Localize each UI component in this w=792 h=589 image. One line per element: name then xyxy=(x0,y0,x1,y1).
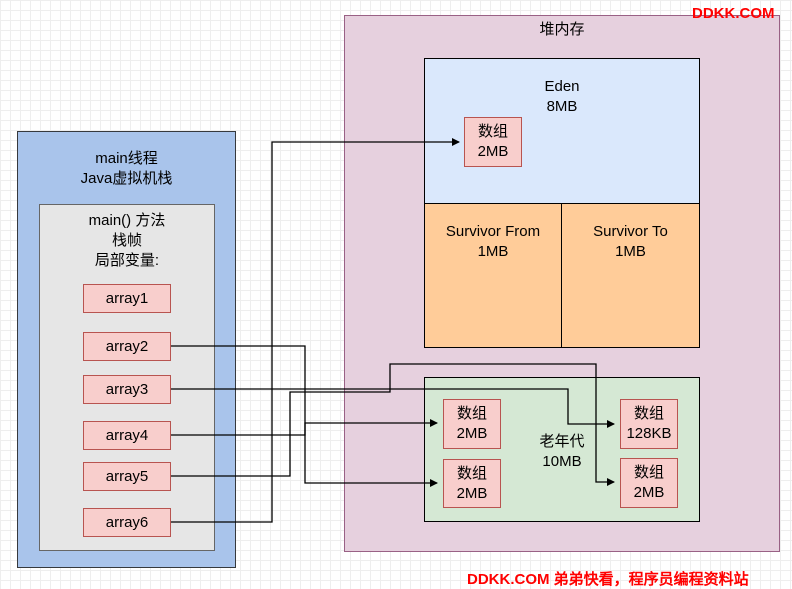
var-array3: array3 xyxy=(83,375,171,404)
locals-label: 局部变量: xyxy=(94,252,160,269)
survivor-to-title: Survivor To xyxy=(593,223,668,240)
watermark-bottom: DDKK.COM 弟弟快看，程序员编程资料站 xyxy=(467,571,749,588)
arrow-array2-to-old-left-bottom xyxy=(171,345,438,487)
survivor-from-title: Survivor From xyxy=(445,223,541,240)
var-array4: array4 xyxy=(83,421,171,450)
survivor-to-size: 1MB xyxy=(615,243,646,260)
arrow-array3-to-old-128kb xyxy=(171,388,615,428)
var-array2: array2 xyxy=(83,332,171,361)
heap-title: 堆内存 xyxy=(539,21,585,38)
watermark-top: DDKK.COM xyxy=(692,5,775,22)
old-generation-size: 10MB xyxy=(542,453,582,470)
arrow-array4-to-old-left-top xyxy=(171,419,438,436)
survivor-from-region: Survivor From 1MB xyxy=(424,203,562,348)
stack-title: Java虚拟机栈 xyxy=(80,170,173,187)
method-label: main() 方法 xyxy=(88,212,166,229)
arrow-array6-to-eden xyxy=(171,138,460,523)
eden-title: Eden xyxy=(544,78,580,95)
survivor-to-region: Survivor To 1MB xyxy=(561,203,700,348)
old-generation-title: 老年代 xyxy=(539,433,585,450)
arrow-array5-to-old-right-bottom xyxy=(171,363,615,486)
var-array1: array1 xyxy=(83,284,171,313)
frame-label: 栈帧 xyxy=(111,232,142,249)
thread-title: main线程 xyxy=(95,150,158,167)
survivor-from-size: 1MB xyxy=(477,243,509,260)
var-array6: array6 xyxy=(83,508,171,537)
var-array5: array5 xyxy=(83,462,171,491)
eden-size: 8MB xyxy=(546,98,578,115)
